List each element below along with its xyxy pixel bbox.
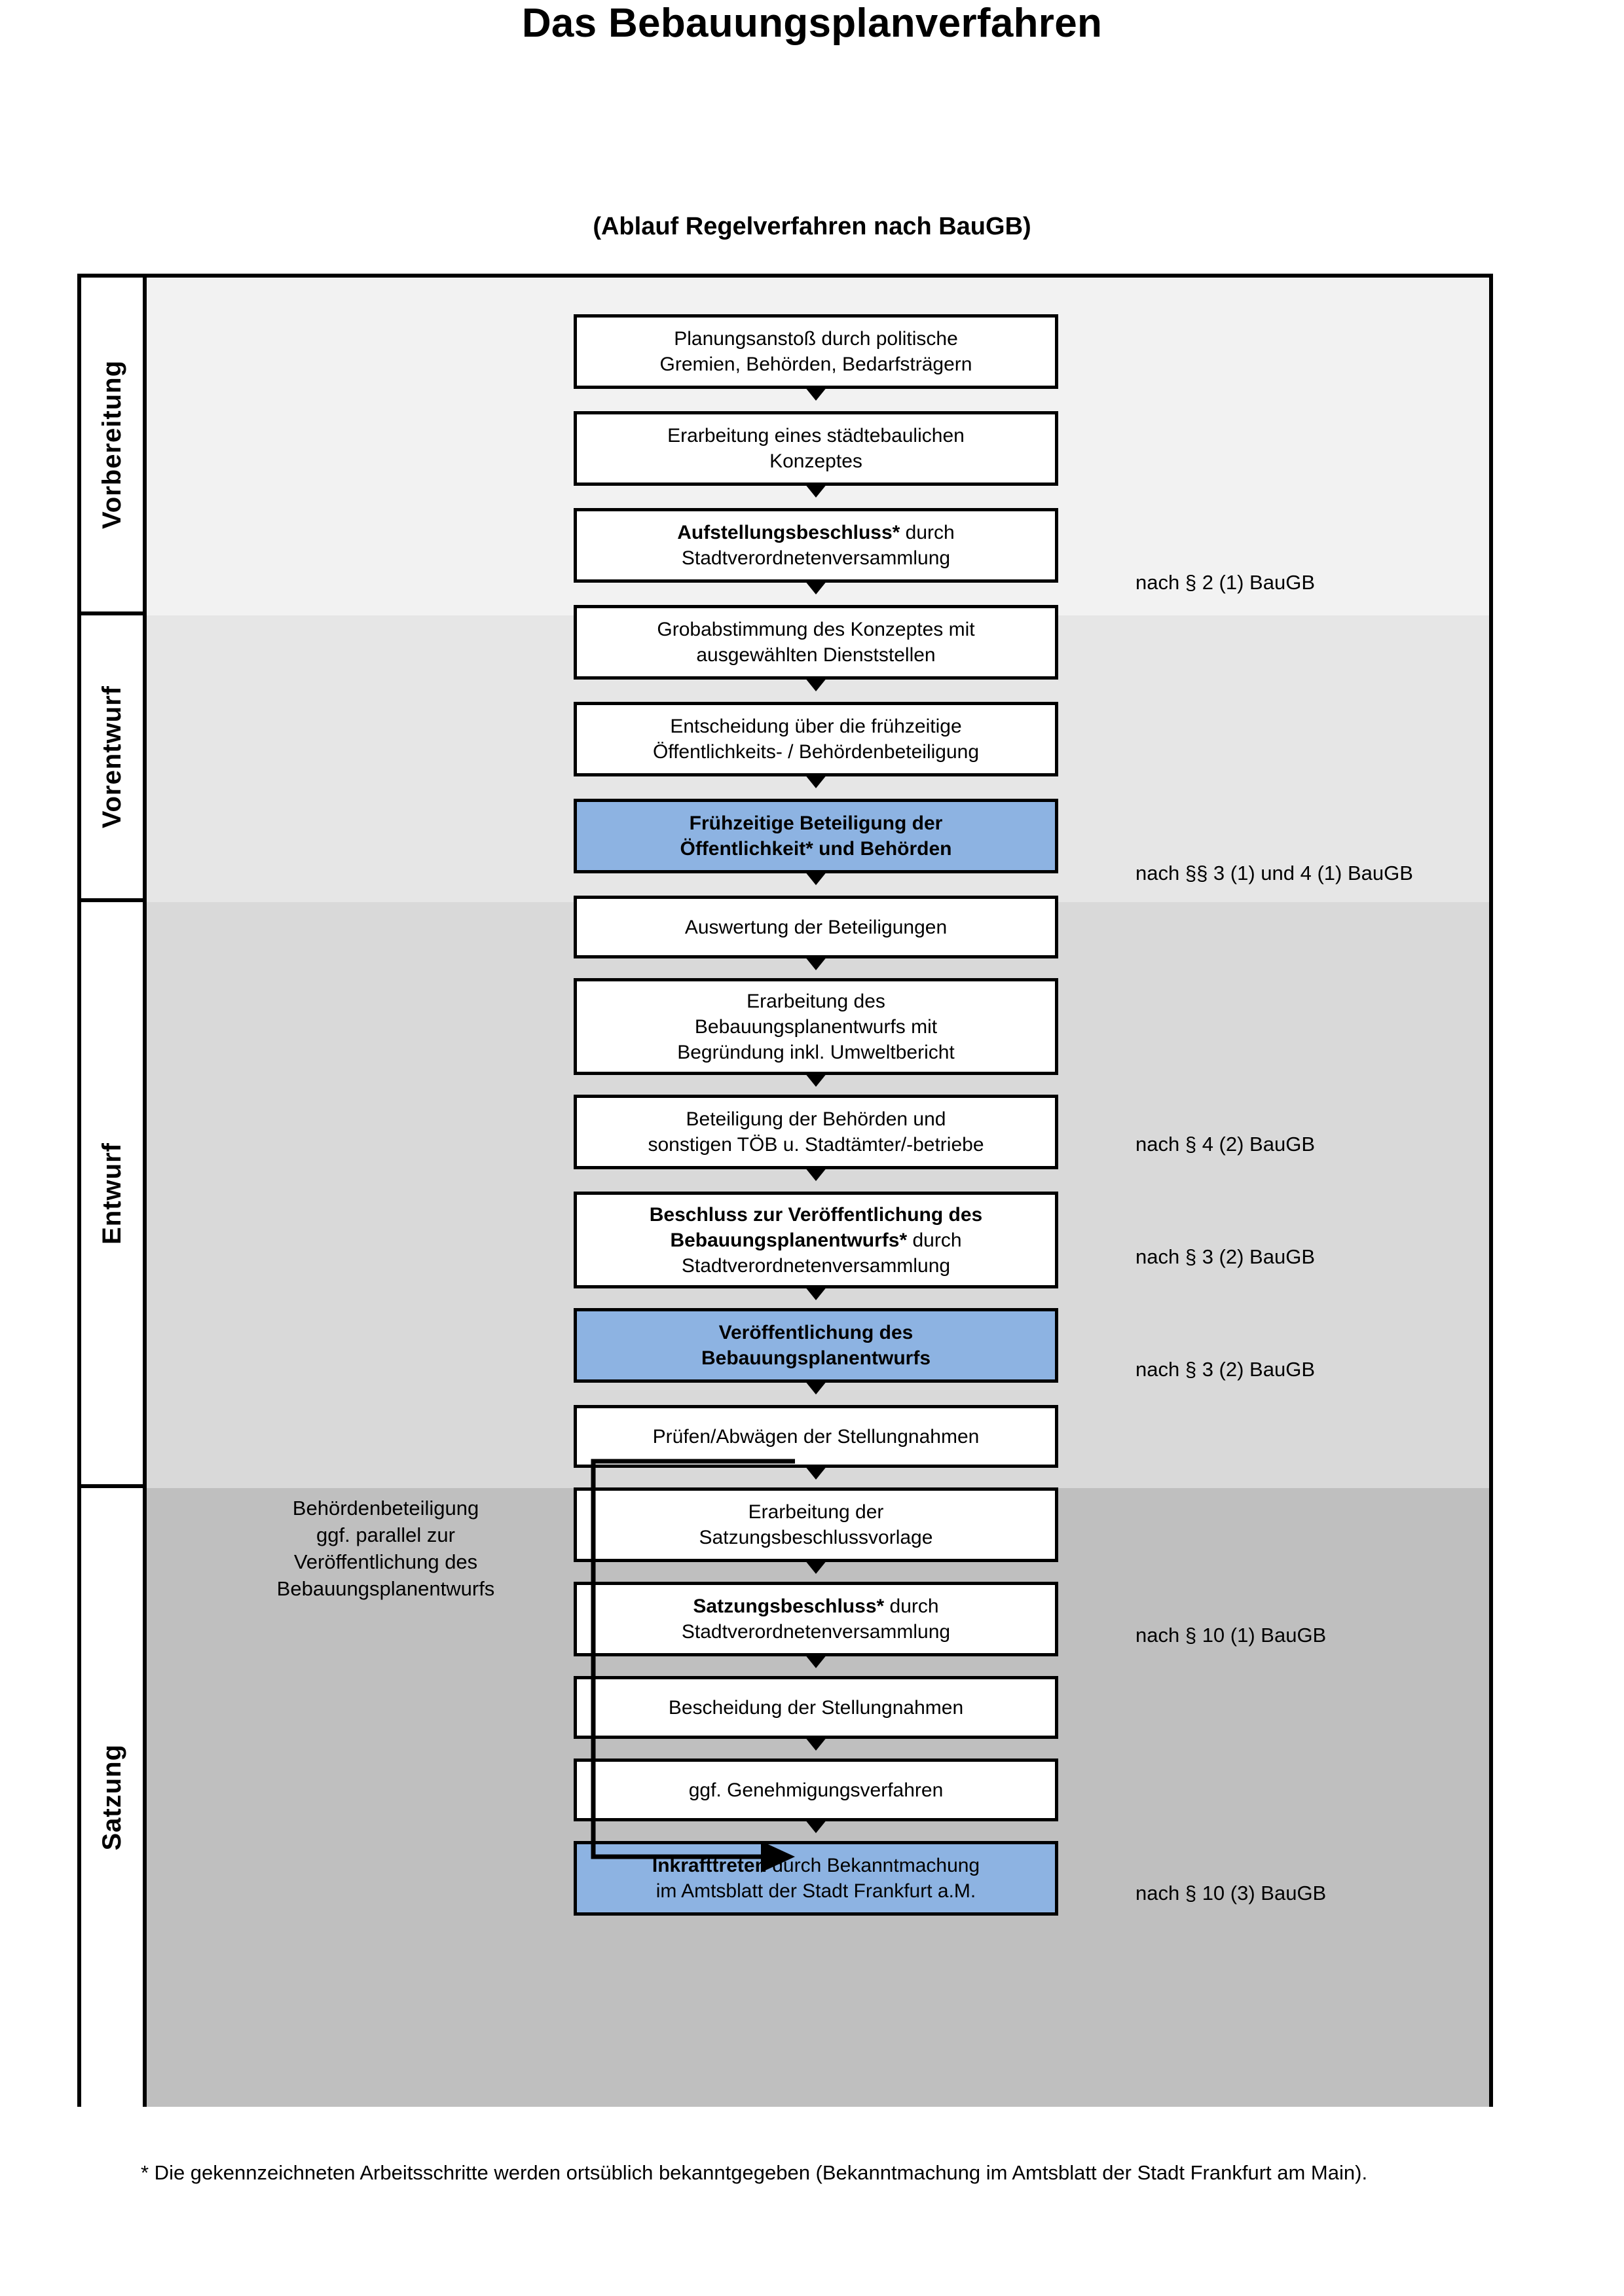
flow-node-line: Bescheidung der Stellungnahmen [668, 1696, 964, 1719]
phase-label-text: Entwurf [97, 1142, 126, 1245]
flow-node-line: Entscheidung über die frühzeitige [670, 716, 962, 737]
flow-node-line: Gremien, Behörden, Bedarfsträgern [659, 354, 972, 375]
flow-node-text: Grobabstimmung des Konzeptes mit ausgewäh… [657, 617, 974, 668]
phase-label-text: Vorbereitung [97, 360, 126, 529]
flow-node-line: ausgewählten Dienststellen [696, 644, 936, 666]
flow-node-line: Erarbeitung eines städtebaulichen [667, 425, 965, 446]
flow-node-text: Bescheidung der Stellungnahmen [669, 1695, 963, 1721]
flow-node-line: Beteiligung der Behörden und [686, 1108, 946, 1130]
flow-node-line: Bebauungsplanentwurfs [701, 1347, 931, 1369]
flow-node-line: Öffentlichkeit* und Behörden [680, 838, 952, 860]
legal-reference-l5: nach § 3 (2) BauGB [1135, 1358, 1315, 1381]
flow-node-line: Stadtverordnetenversammlung [681, 1621, 951, 1643]
flow-node-n15[interactable]: Bescheidung der Stellungnahmen [574, 1676, 1058, 1739]
sidenote-line: Veröffentlichung des [293, 1550, 478, 1573]
flow-node-n4[interactable]: Grobabstimmung des Konzeptes mit ausgewäh… [574, 605, 1058, 680]
flow-node-text: Auswertung der Beteiligungen [685, 915, 947, 940]
flow-node-line: Erarbeitung der [748, 1501, 884, 1523]
flow-node-line: Auswertung der Beteiligungen [684, 916, 948, 938]
flow-node-line: Bebauungsplanentwurfs* durch [670, 1229, 962, 1251]
phase-label-entwurf[interactable]: Entwurf [81, 902, 147, 1488]
phase-label-text: Vorentwurf [97, 685, 126, 829]
flow-node-line: Satzungsbeschlussvorlage [699, 1527, 933, 1548]
flow-node-n7[interactable]: Auswertung der Beteiligungen [574, 896, 1058, 958]
legal-reference-l1: nach § 2 (1) BauGB [1135, 571, 1315, 594]
flow-node-n9[interactable]: Beteiligung der Behörden und sonstigen TÖ… [574, 1095, 1058, 1169]
legal-reference-l3: nach § 4 (2) BauGB [1135, 1133, 1315, 1156]
flow-node-n17[interactable]: Inkrafttreten durch Bekanntmachung im Amt… [574, 1841, 1058, 1916]
flow-node-n16[interactable]: ggf. Genehmigungsverfahren [574, 1758, 1058, 1821]
flow-node-line: Grobabstimmung des Konzeptes mit [657, 619, 975, 640]
flow-node-line: ggf. Genehmigungsverfahren [688, 1779, 944, 1801]
flow-node-line: Planungsanstoß durch politische [674, 328, 958, 350]
flow-node-line: im Amtsblatt der Stadt Frankfurt a.M. [655, 1880, 976, 1902]
sidenote-line: Behördenbeteiligung [292, 1497, 479, 1520]
page-subtitle: (Ablauf Regelverfahren nach BauGB) [593, 213, 1031, 240]
flow-node-line: sonstigen TÖB u. Stadtämter/-betriebe [648, 1134, 984, 1156]
flow-node-line: Frühzeitige Beteiligung der [689, 812, 943, 834]
flow-node-line: Bebauungsplanentwurfs mit [694, 1015, 938, 1038]
phase-label-vorbereitung[interactable]: Vorbereitung [81, 278, 147, 615]
phase-label-vorentwurf[interactable]: Vorentwurf [81, 615, 147, 902]
flow-node-text: Beteiligung der Behörden und sonstigen TÖ… [648, 1106, 984, 1157]
legal-reference-l4: nach § 3 (2) BauGB [1135, 1245, 1315, 1268]
flow-node-line: Satzungsbeschluss* durch [693, 1595, 939, 1617]
phase-label-satzung[interactable]: Satzung [81, 1488, 147, 2107]
flow-node-text: Inkrafttreten durch Bekanntmachung im Amt… [652, 1853, 980, 1904]
legal-reference-l6: nach § 10 (1) BauGB [1135, 1624, 1327, 1647]
parallel-process-connector-arrow [591, 1459, 795, 1872]
flow-node-line: Stadtverordnetenversammlung [681, 1254, 951, 1277]
flow-node-line: Stadtverordnetenversammlung [681, 547, 951, 569]
page-title: Das Bebauungsplanverfahren [521, 1, 1103, 46]
flow-node-line: Begründung inkl. Umweltbericht [677, 1041, 955, 1063]
sidenote-line: ggf. parallel zur [316, 1523, 455, 1546]
flow-node-line: Öffentlichkeits- / Behördenbeteiligung [652, 741, 980, 763]
flow-node-line: Veröffentlichung des [718, 1322, 913, 1343]
flow-node-line: Beschluss zur Veröffentlichung des [649, 1203, 983, 1226]
phase-label-text: Satzung [97, 1744, 126, 1851]
flow-node-line: Konzeptes [769, 450, 862, 472]
flow-node-line: Aufstellungsbeschluss* durch [677, 522, 955, 543]
sidenote-line: Bebauungsplanentwurfs [276, 1576, 495, 1600]
flow-node-text: Prüfen/Abwägen der Stellungnahmen [653, 1424, 980, 1449]
legal-reference-l2: nach §§ 3 (1) und 4 (1) BauGB [1135, 862, 1413, 884]
flow-node-text: ggf. Genehmigungsverfahren [689, 1777, 944, 1803]
flow-node-line: Erarbeitung des [747, 990, 885, 1012]
footnote: * Die gekennzeichneten Arbeitsschritte w… [141, 2161, 1368, 2184]
flow-node-line: Prüfen/Abwägen der Stellungnahmen [652, 1425, 980, 1448]
flow-node-n12[interactable]: Prüfen/Abwägen der Stellungnahmen [574, 1405, 1058, 1468]
flow-node-line: Inkrafttreten durch Bekanntmachung [652, 1855, 980, 1876]
legal-reference-l7: nach § 10 (3) BauGB [1135, 1882, 1327, 1904]
